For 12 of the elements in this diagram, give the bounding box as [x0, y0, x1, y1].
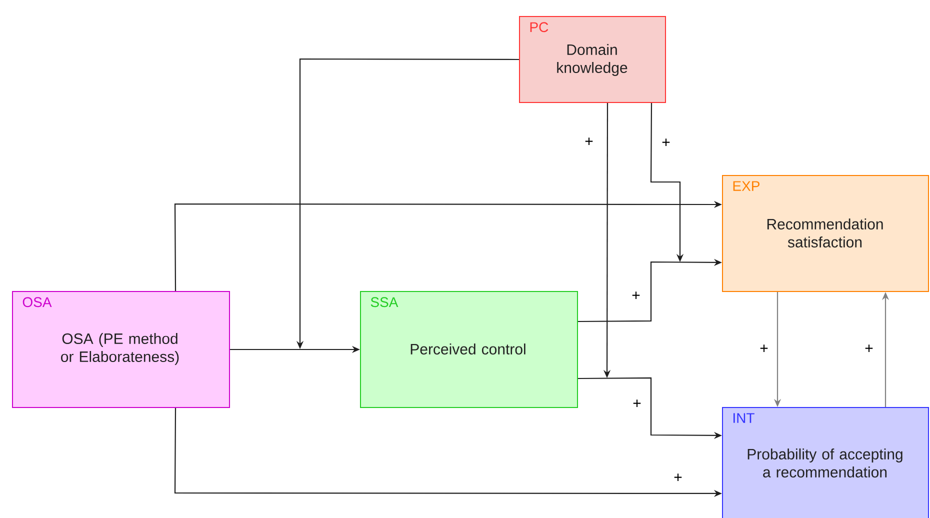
edge-label: +: [864, 344, 874, 354]
concept-box: OSA OSA (PE method or Elaborateness): [12, 291, 230, 408]
edge-label: +: [584, 136, 594, 148]
concept-box: PC Domain knowledge: [519, 16, 666, 103]
concept-box: INT Probability of accepting a recommendation: [722, 407, 929, 518]
concept-box: EXP Recommendation satisfaction: [722, 175, 929, 292]
concept-box: SSA Perceived control: [360, 291, 578, 408]
edge-label: +: [632, 398, 642, 410]
edge-label: +: [630, 290, 642, 302]
edge-label: +: [758, 344, 770, 354]
edge-label: +: [660, 138, 672, 148]
edge-label: +: [672, 472, 684, 484]
